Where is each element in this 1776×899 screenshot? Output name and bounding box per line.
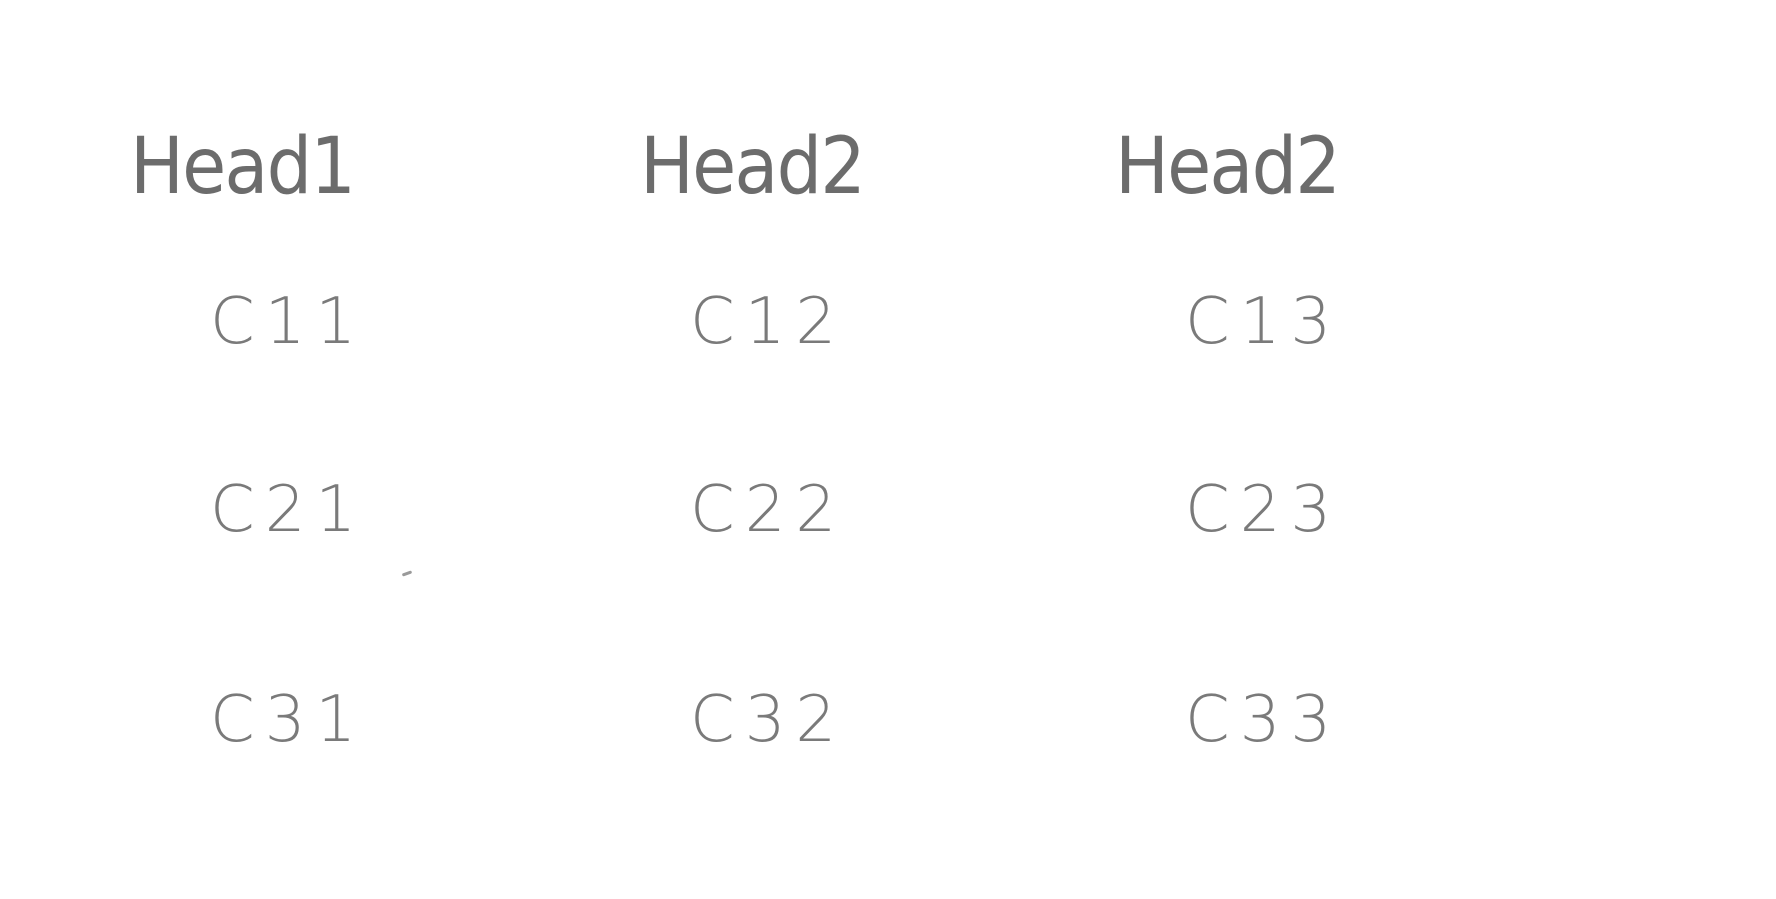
header-cell-3: Head2 <box>1115 122 1341 212</box>
header-cell-1: Head1 <box>130 122 356 212</box>
table-cell: C31 <box>210 683 367 757</box>
header-cell-2: Head2 <box>640 122 866 212</box>
table-cell: C33 <box>1185 683 1342 757</box>
table-cell: C32 <box>690 683 847 757</box>
table-cell: C12 <box>690 285 847 359</box>
pencil-speck <box>401 570 413 577</box>
table-cell: C22 <box>690 473 847 547</box>
table-cell: C21 <box>210 473 367 547</box>
table-cell: C23 <box>1185 473 1342 547</box>
table-cell: C11 <box>210 285 367 359</box>
table-cell: C13 <box>1185 285 1342 359</box>
